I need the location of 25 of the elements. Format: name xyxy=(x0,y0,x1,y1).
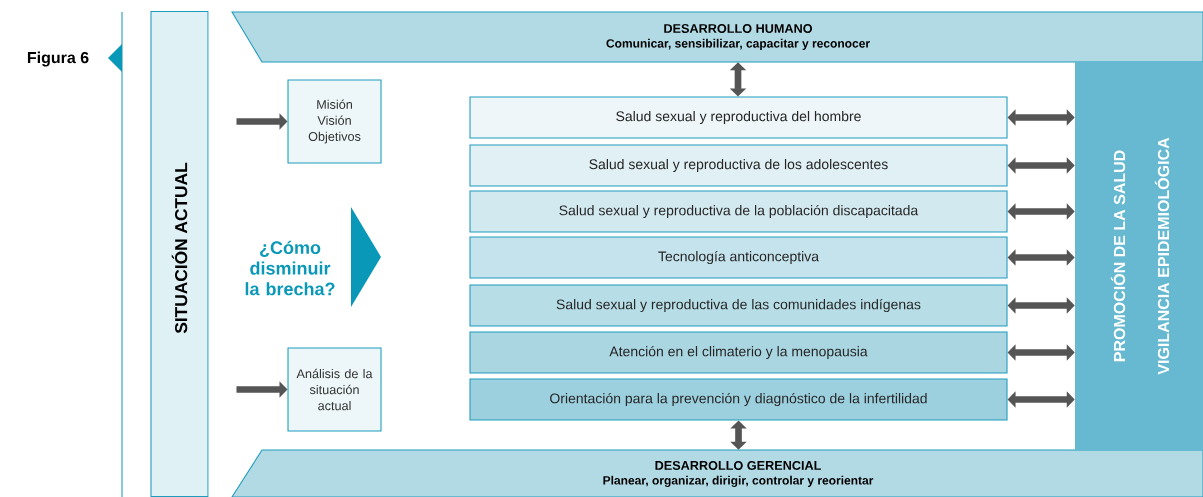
arrow xyxy=(1007,109,1075,126)
info-box: Misión Visión Objetivos xyxy=(287,79,382,164)
band: DESARROLLO GERENCIAL Planear, organizar, dirigir, controlar y reorientar xyxy=(231,449,1203,497)
arrow xyxy=(729,62,747,97)
arrow xyxy=(1007,249,1075,266)
pointer-triangle xyxy=(351,207,381,307)
arrow xyxy=(730,420,747,450)
band: PROMOCIÓN DE LA SALUD VIGILANCIA EPIDEMIOLÓGICA xyxy=(1075,61,1203,451)
figure-label: Figura 6 xyxy=(27,51,89,67)
program-box: Tecnología anticonceptiva xyxy=(469,236,1008,279)
side-bar: SITUACIÓN ACTUAL xyxy=(150,10,209,497)
arrow xyxy=(1007,297,1075,314)
question-text: ¿Cómo disminuir la brecha? xyxy=(245,240,335,296)
program-box: Salud sexual y reproductiva de la población discapacitada xyxy=(469,190,1008,233)
program-box: Salud sexual y reproductiva de las comunidades indígenas xyxy=(469,284,1008,327)
arrow xyxy=(1007,344,1075,361)
arrow xyxy=(1007,203,1075,220)
program-box: Orientación para la prevención y diagnóstico de la infertilidad xyxy=(469,378,1008,421)
band: DESARROLLO HUMANO Comunicar, sensibilizar, capacitar y reconocer xyxy=(231,11,1203,63)
info-box: Análisis de la situación actual xyxy=(287,347,382,432)
arrow xyxy=(1007,157,1075,174)
program-box: Salud sexual y reproductiva del hombre xyxy=(469,96,1008,139)
program-box: Salud sexual y reproductiva de los adolescentes xyxy=(469,144,1008,187)
program-box: Atención en el climaterio y la menopausia xyxy=(469,331,1008,374)
arrow xyxy=(1007,391,1075,408)
